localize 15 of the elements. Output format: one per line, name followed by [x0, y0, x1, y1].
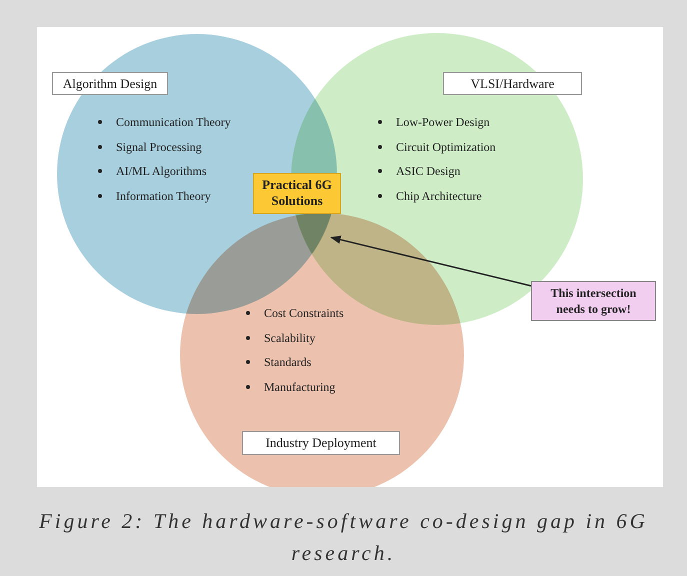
list-item: Low-Power Design [396, 114, 490, 131]
figure-caption: Figure 2: The hardware-software co-design gap in 6G research. [38, 508, 649, 567]
list-item: Information Theory [116, 188, 211, 205]
list-item: Communication Theory [116, 114, 231, 131]
list-item: AI/ML Algorithms [116, 163, 207, 180]
list-item: ASIC Design [396, 163, 460, 180]
callout-box: This intersection needs to grow! [531, 281, 656, 321]
list-item: Manufacturing [264, 378, 336, 396]
list-item: Chip Architecture [396, 188, 482, 204]
list-item: Standards [264, 354, 312, 371]
leader-arrow [330, 236, 532, 287]
list-item: Signal Processing [116, 138, 202, 156]
list-item: Scalability [264, 330, 316, 347]
list-item: Circuit Optimization [396, 138, 496, 156]
list-item: Cost Constraints [264, 305, 344, 322]
